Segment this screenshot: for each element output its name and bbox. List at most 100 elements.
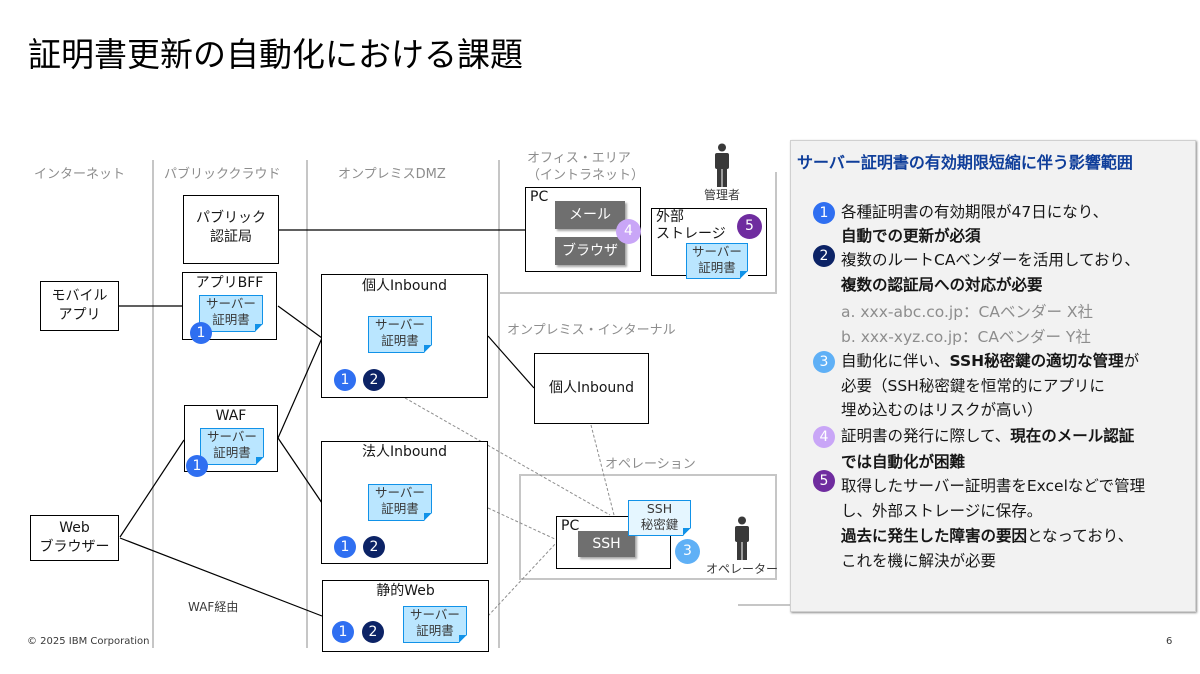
panel-badge-2: 2 — [813, 245, 835, 267]
link-personal-internal — [487, 335, 535, 389]
badge-1: 1 — [190, 322, 212, 344]
app-bff-label: アプリBFF — [195, 275, 264, 291]
corporate-inbound-label: 法人Inbound — [361, 444, 448, 460]
panel-badge-1: 1 — [813, 202, 835, 224]
office-pc-label: PC — [530, 189, 549, 205]
mobile-app-label-2: アプリ — [58, 307, 101, 323]
panel-badge-4: 4 — [813, 426, 835, 448]
panel-badge-5: 5 — [813, 470, 835, 492]
server-cert-waf: サーバー 証明書 — [200, 428, 264, 465]
panel-item-3-line1: 自動化に伴い、SSH秘密鍵の適切な管理が — [841, 350, 1139, 372]
panel-item-3-line3: 埋め込むのはリスクが高い） — [841, 401, 1043, 419]
panel-item-4-pre: 証明書の発行に際して、 — [841, 427, 1011, 445]
panel-item-4-line2: では自動化が困難 — [841, 451, 965, 473]
browser-app: ブラウザ — [555, 237, 625, 265]
web-browser-label-1: Web — [59, 520, 90, 536]
cert-label-1: サーバー — [410, 607, 460, 622]
personal-inbound-label: 個人Inbound — [361, 278, 448, 294]
mail-app: メール — [555, 201, 625, 229]
server-cert-static: サーバー 証明書 — [403, 606, 467, 643]
admin-person-icon — [715, 143, 729, 187]
impact-panel: サーバー証明書の有効期限短縮に伴う影響範囲 1 各種証明書の有効期限が47日にな… — [790, 140, 1196, 612]
link-waf-personal — [277, 337, 323, 439]
operator-person-icon — [735, 516, 749, 560]
badge-5: 5 — [737, 214, 762, 239]
panel-item-5-line3: 過去に発生した障害の要因となっており、 — [841, 525, 1133, 547]
panel-item-2-line2: 複数の認証局への対応が必要 — [841, 274, 1043, 296]
zone-label-office-area: オフィス・エリア — [527, 151, 631, 166]
zone-divider — [152, 160, 154, 648]
link-waf-corporate — [277, 437, 323, 504]
zone-divider — [775, 172, 777, 294]
admin-label: 管理者 — [704, 188, 741, 202]
zone-divider — [738, 604, 790, 606]
server-cert-corporate: サーバー 証明書 — [368, 484, 432, 521]
badge-3: 3 — [675, 539, 700, 564]
badge-2: 2 — [363, 536, 385, 558]
panel-item-2-sub-a: a. xxx-abc.co.jp：CAベンダー X社 — [841, 303, 1094, 321]
web-browser-node: Web ブラウザー — [30, 515, 119, 561]
zone-divider — [306, 160, 308, 648]
external-storage-label-1: 外部 — [656, 209, 684, 225]
cert-label-2: 証明書 — [698, 260, 736, 275]
static-web-label: 静的Web — [376, 583, 435, 599]
panel-item-5-line1: 取得したサーバー証明書をExcelなどで管理 — [841, 477, 1146, 495]
zone-label-public-cloud: パブリッククラウド — [164, 167, 281, 182]
panel-item-3-line2: 必要（SSH秘密鍵を恒常的にアプリに — [841, 377, 1105, 395]
panel-item-1-line1: 各種証明書の有効期限が47日になり、 — [841, 203, 1109, 221]
panel-item-2-sub-b: b. xxx-xyz.co.jp：CAベンダー Y社 — [841, 328, 1091, 346]
badge-1: 1 — [332, 621, 354, 643]
panel-item-4-line1: 証明書の発行に際して、現在のメール認証 — [841, 425, 1134, 447]
zone-label-intranet: （イントラネット） — [527, 168, 645, 183]
panel-item-3-post: が — [1123, 352, 1140, 370]
panel-item-1-line2: 自動での更新が必須 — [841, 225, 981, 247]
panel-item-5-bold: 過去に発生した障害の要因 — [841, 527, 1028, 545]
cert-label-2: 証明書 — [212, 312, 250, 327]
ssh-app: SSH — [578, 531, 635, 557]
operator-pc-label: PC — [561, 518, 580, 534]
ssh-key-label-1: SSH — [646, 501, 673, 516]
ssh-key-label-2: 秘密鍵 — [640, 517, 679, 532]
zone-label-operation: オペレーション — [605, 457, 696, 472]
panel-item-3-bold: SSH秘密鍵の適切な管理 — [949, 352, 1124, 370]
panel-item-4-bold: 現在のメール認証 — [1010, 427, 1135, 445]
external-storage-label-2: ストレージ — [656, 226, 726, 242]
panel-badge-3: 3 — [813, 351, 835, 373]
page-title: 証明書更新の自動化における課題 — [28, 35, 523, 74]
zone-divider — [498, 292, 777, 294]
cert-label-2: 証明書 — [416, 623, 454, 638]
ssh-private-key: SSH 秘密鍵 — [628, 500, 691, 536]
public-ca-label-1: パブリック — [196, 210, 266, 226]
zone-divider — [498, 160, 500, 648]
badge-2: 2 — [362, 621, 384, 643]
badge-4: 4 — [616, 219, 641, 244]
panel-item-2-bold: 複数の認証局への対応が必要 — [841, 276, 1043, 294]
cert-label-1: サーバー — [206, 296, 256, 311]
waf-label: WAF — [215, 408, 247, 424]
panel-item-5-post: となっており、 — [1027, 527, 1134, 545]
panel-item-3-pre: 自動化に伴い、 — [841, 352, 950, 370]
personal-inbound-internal-node: 個人Inbound — [534, 353, 649, 424]
copyright: © 2025 IBM Corporation — [27, 636, 150, 647]
cert-label-1: サーバー — [375, 485, 425, 500]
cert-label-2: 証明書 — [381, 333, 419, 348]
zone-label-internet: インターネット — [34, 167, 126, 182]
badge-1: 1 — [334, 369, 356, 391]
public-ca-node: パブリック 認証局 — [183, 195, 279, 264]
waf-via-label: WAF経由 — [188, 600, 239, 614]
zone-label-onprem-internal: オンプレミス・インターナル — [507, 323, 676, 338]
cert-label-1: サーバー — [207, 429, 257, 444]
link-bff-personal — [277, 305, 323, 339]
cert-label-1: サーバー — [692, 244, 742, 259]
public-ca-label-2: 認証局 — [210, 229, 252, 245]
panel-item-1-bold: 自動での更新が必須 — [841, 227, 981, 245]
personal-inbound-internal-label: 個人Inbound — [548, 380, 635, 396]
cert-label-2: 証明書 — [213, 445, 251, 460]
page-number: 6 — [1166, 636, 1173, 647]
panel-item-5-line4: これを機に解決が必要 — [841, 552, 997, 570]
panel-item-4-bold2: では自動化が困難 — [841, 453, 966, 471]
panel-item-5-line2: し、外部ストレージに保存。 — [841, 502, 1043, 520]
server-cert-storage: サーバー 証明書 — [686, 243, 748, 279]
panel-item-2-line1: 複数のルートCAベンダーを活用しており、 — [841, 251, 1140, 269]
operator-label: オペレーター — [706, 562, 779, 576]
